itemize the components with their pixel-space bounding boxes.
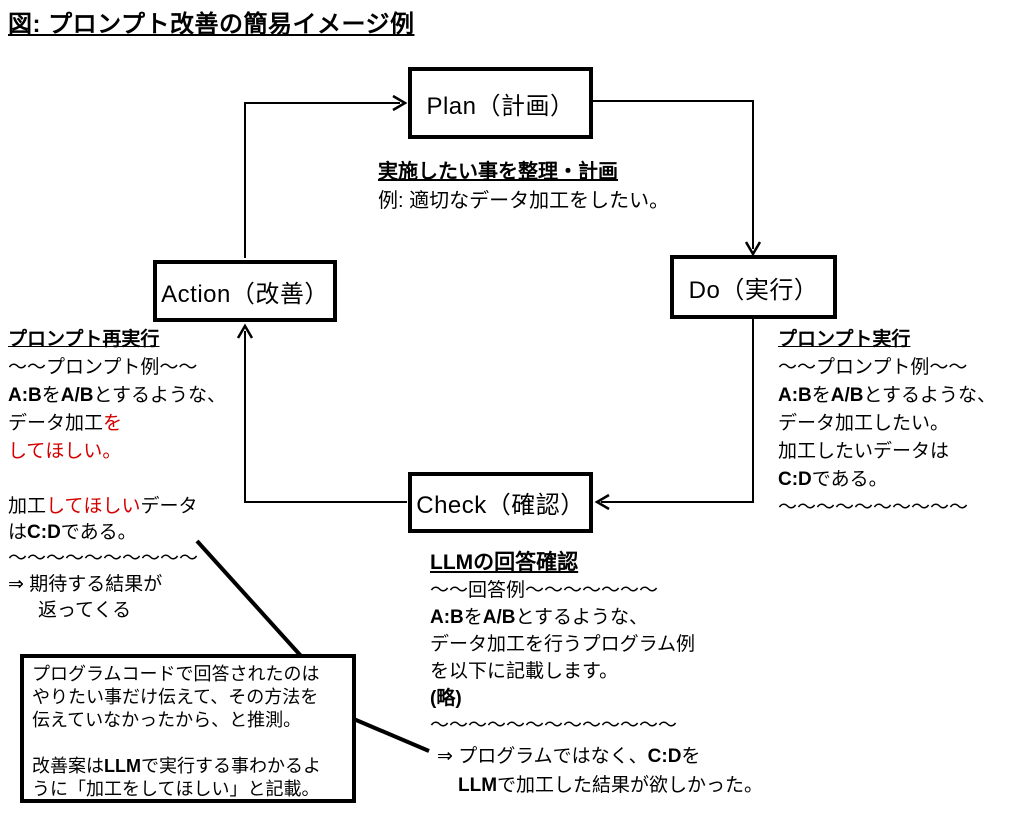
text-line: 改善案はLLMで実行する事わかるよ xyxy=(32,756,321,776)
text-line: ～～プロンプト例～～ xyxy=(8,357,198,378)
text-line: ⇒ プログラムではなく、C:Dを xyxy=(437,746,701,767)
node-plan: Plan（計画） xyxy=(408,67,593,139)
arrow-action-to-plan-line xyxy=(244,102,400,258)
text-line: 返ってくる xyxy=(38,600,132,621)
node-action-label: Action（改善） xyxy=(161,280,329,308)
arrowhead-into-check-icon xyxy=(594,493,610,511)
text-line: ⇒ 期待する結果が xyxy=(8,574,163,595)
text-line: A:BをA/Bとするような、 xyxy=(430,607,648,628)
node-check-label: Check（確認） xyxy=(416,492,585,519)
callout-line-result-to-box xyxy=(195,539,303,658)
do-annotation-heading: プロンプト実行 xyxy=(778,329,911,350)
arrow-do-to-check-line xyxy=(601,317,754,503)
action-annotation-heading: プロンプト再実行 xyxy=(8,329,160,350)
check-annotation: LLMの回答確認 ～～回答例～～～～～～～ A:BをA/Bとするような、 データ… xyxy=(430,549,695,739)
action-annotation: プロンプト再実行 ～～プロンプト例～～ A:BをA/Bとするような、 データ加工… xyxy=(8,326,226,466)
text-line: LLMで加工した結果が欲しかった。 xyxy=(458,775,764,796)
text-line: してほしい。 xyxy=(8,441,122,462)
callout-line-box-to-conclusion xyxy=(348,715,430,753)
do-annotation: プロンプト実行 ～～プロンプト例～～ A:BをA/Bとするような、 データ加工し… xyxy=(778,326,996,522)
blank-line xyxy=(32,732,346,755)
text-line: データ加工したい。 xyxy=(778,413,950,434)
arrowhead-into-do-icon xyxy=(744,241,762,257)
check-annotation-heading: LLMの回答確認 xyxy=(430,551,579,574)
text-line: うに「加工をしてほしい」と記載。 xyxy=(32,779,320,799)
diagram-title: 図: プロンプト改善の簡易イメージ例 xyxy=(8,11,415,38)
node-plan-label: Plan（計画） xyxy=(426,92,575,120)
text-line: ～～回答例～～～～～～～ xyxy=(430,580,659,601)
plan-annotation-heading: 実施したい事を整理・計画 xyxy=(378,161,618,183)
text-line: A:BをA/Bとするような、 xyxy=(8,385,226,406)
text-line: 伝えていなかったから、と推測。 xyxy=(32,710,302,730)
node-check: Check（確認） xyxy=(408,472,593,533)
arrow-check-to-action-line xyxy=(244,331,407,503)
node-do-label: Do（実行） xyxy=(688,276,819,304)
text-line: データ加工を行うプログラム例 xyxy=(430,634,696,655)
plan-annotation-body: 例: 適切なデータ加工をしたい。 xyxy=(378,190,670,212)
wavy-divider: ～～～～～～～～～～ xyxy=(8,548,199,569)
plan-annotation: 実施したい事を整理・計画 例: 適切なデータ加工をしたい。 xyxy=(378,158,669,216)
wavy-divider: ～～～～～～～～～～～～～ xyxy=(430,715,678,736)
wavy-divider: ～～～～～～～～～～ xyxy=(778,497,969,518)
text-line: A:BをA/Bとするような、 xyxy=(778,385,996,406)
node-action: Action（改善） xyxy=(153,260,337,322)
text-line: C:Dである。 xyxy=(778,469,888,490)
text-line: 加工してほしいデータ xyxy=(8,496,198,517)
text-line: を以下に記載します。 xyxy=(430,661,619,682)
arrowhead-into-action-icon xyxy=(236,323,254,339)
result-annotation: 加工してほしいデータ はC:Dである。 ～～～～～～～～～～ ⇒ 期待する結果が… xyxy=(8,494,198,624)
arrow-plan-to-do-line xyxy=(592,100,754,249)
text-line: 加工したいデータは xyxy=(778,441,950,462)
text-line: はC:Dである。 xyxy=(8,522,137,543)
text-line: やりたい事だけ伝えて、その方法を xyxy=(32,687,319,707)
text-line: ～～プロンプト例～～ xyxy=(778,357,968,378)
text-line: (略) xyxy=(430,688,462,709)
arrowhead-into-plan-icon xyxy=(392,94,408,112)
node-do: Do（実行） xyxy=(670,255,837,319)
inference-callout-box: プログラムコードで回答されたのは やりたい事だけ伝えて、その方法を 伝えていなか… xyxy=(20,654,356,803)
conclusion-annotation: ⇒ プログラムではなく、C:Dを LLMで加工した結果が欲しかった。 xyxy=(437,742,763,800)
text-line: データ加工を xyxy=(8,413,123,434)
text-line: プログラムコードで回答されたのは xyxy=(32,664,320,684)
